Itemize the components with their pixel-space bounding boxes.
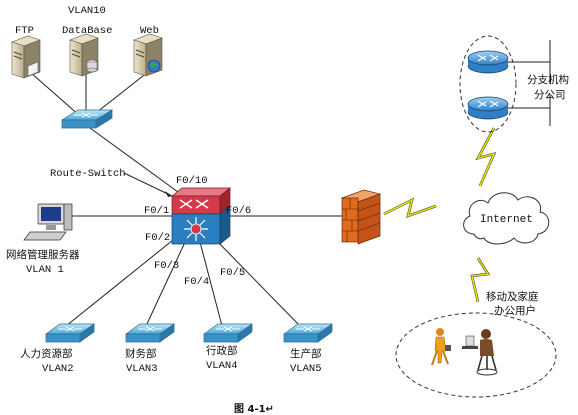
figure-caption: 图 4-1↵: [234, 403, 274, 415]
vlan10-label: VLAN10: [68, 5, 106, 17]
branch-office-boundary: [459, 35, 517, 133]
web-label: Web: [140, 25, 159, 37]
port-f0-4-label: F0/4: [184, 276, 209, 288]
hr-switch-icon: [44, 323, 96, 343]
web-server-icon: [133, 33, 163, 77]
seated-user-icon: [462, 329, 498, 376]
link-core-production: [213, 237, 301, 327]
production-vlan-label: VLAN5: [290, 363, 322, 375]
management-workstation-icon: [23, 203, 73, 241]
branch-lan-lines: [508, 40, 551, 126]
port-f0-2-label: F0/2: [145, 232, 170, 244]
internet-label: Internet: [480, 214, 533, 226]
link-core-finance: [145, 239, 187, 327]
firewall-icon: [340, 189, 382, 245]
admin-vlan-label: VLAN4: [206, 360, 238, 372]
core-route-switch-icon: [171, 187, 231, 245]
link-core-hr: [65, 235, 179, 327]
link-web-switch: [91, 71, 149, 117]
branch-label-line1: 分支机构: [527, 73, 569, 86]
route-switch-label: Route-Switch: [50, 168, 126, 180]
port-f0-3-label: F0/3: [154, 260, 179, 272]
hr-dept-label: 人力资源部: [20, 347, 73, 360]
production-switch-icon: [282, 323, 334, 343]
link-vlan10-core: [89, 127, 179, 193]
database-server-icon: [69, 33, 99, 77]
port-f0-6-label: F0/6: [226, 205, 251, 217]
finance-switch-icon: [124, 323, 176, 343]
mobile-users-boundary: [395, 312, 557, 398]
wireless-links: [383, 127, 497, 303]
ftp-server-icon: [11, 35, 41, 79]
branch-router-2-icon: [467, 96, 509, 120]
route-switch-pointer: [123, 172, 173, 197]
internet-cloud-icon: [463, 192, 550, 245]
route-switch-pointer-head: [165, 191, 172, 197]
port-f0-1-label: F0/1: [144, 205, 169, 217]
walking-user-icon: [431, 328, 451, 366]
vlan10-switch-icon: [60, 109, 114, 129]
port-f0-10-label: F0/10: [176, 175, 208, 187]
link-core-admin: [199, 241, 223, 327]
connection-lines: [29, 71, 345, 327]
branch-router-1-icon: [467, 50, 509, 74]
hr-vlan-label: VLAN2: [42, 363, 74, 375]
mobile-label-line1: 移动及家庭: [486, 290, 539, 303]
finance-dept-label: 财务部: [125, 347, 157, 360]
mobile-label-line2: 办公用户: [494, 304, 536, 317]
branch-label-line2: 分公司: [534, 89, 566, 101]
admin-dept-label: 行政部: [206, 344, 238, 357]
mgmt-server-label: 网络管理服务器: [6, 248, 80, 261]
admin-switch-icon: [202, 323, 254, 343]
link-ftp-switch: [29, 71, 81, 117]
database-label: DataBase: [62, 25, 112, 37]
production-dept-label: 生产部: [290, 347, 322, 360]
ftp-label: FTP: [15, 25, 34, 37]
mgmt-vlan-label: VLAN 1: [26, 264, 64, 276]
finance-vlan-label: VLAN3: [126, 363, 158, 375]
port-f0-5-label: F0/5: [220, 267, 245, 279]
